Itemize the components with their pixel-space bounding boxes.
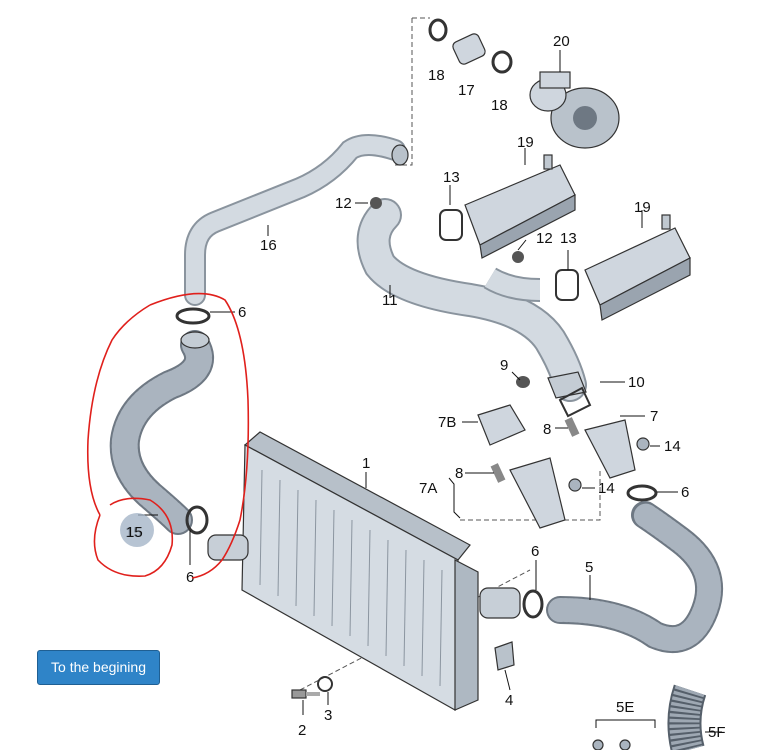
red-annotation-marks bbox=[86, 292, 250, 579]
callout-5f: 5F bbox=[708, 724, 726, 741]
sleeve-17 bbox=[452, 33, 486, 65]
leader-lines bbox=[138, 50, 722, 733]
callout-8-upper: 8 bbox=[543, 421, 551, 438]
parts-5e bbox=[592, 739, 631, 750]
callout-1: 1 bbox=[362, 455, 370, 472]
callout-17: 17 bbox=[458, 82, 475, 99]
callout-5e: 5E bbox=[616, 699, 634, 716]
callout-6-middle: 6 bbox=[531, 543, 539, 560]
callout-7: 7 bbox=[650, 408, 658, 425]
callout-6-top: 6 bbox=[238, 304, 246, 321]
bolts-14 bbox=[568, 437, 650, 492]
callout-7a: 7A bbox=[419, 480, 437, 497]
manifold-19-lower bbox=[584, 214, 691, 321]
seals-12 bbox=[370, 197, 524, 263]
washer-3 bbox=[317, 676, 333, 692]
clamps-6 bbox=[175, 307, 658, 619]
callout-11: 11 bbox=[382, 292, 398, 309]
bolt-2 bbox=[291, 689, 320, 699]
callout-3: 3 bbox=[324, 707, 332, 724]
callout-18-left: 18 bbox=[428, 67, 445, 84]
callout-19-lower: 19 bbox=[634, 199, 651, 216]
callout-13-left: 13 bbox=[443, 169, 460, 186]
callout-19-upper: 19 bbox=[517, 134, 534, 151]
clamps-18 bbox=[428, 18, 513, 74]
callout-5: 5 bbox=[585, 559, 593, 576]
pipe-16 bbox=[184, 134, 409, 306]
callout-8-lower: 8 bbox=[455, 465, 463, 482]
callout-7b: 7B bbox=[438, 414, 456, 431]
connector-7 bbox=[584, 419, 636, 479]
callout-14-lower: 14 bbox=[598, 480, 615, 497]
callout-6-left: 6 bbox=[186, 569, 194, 586]
intercooler-1 bbox=[207, 431, 521, 712]
callout-9: 9 bbox=[500, 357, 508, 374]
turbocharger-20 bbox=[529, 71, 620, 149]
callout-4: 4 bbox=[505, 692, 513, 709]
hose-15 bbox=[109, 330, 214, 535]
bracket-4 bbox=[494, 641, 515, 671]
callout-10: 10 bbox=[628, 374, 645, 391]
callout-20: 20 bbox=[553, 33, 570, 50]
highlight-label-15: 15 bbox=[126, 524, 143, 541]
hose-5 bbox=[546, 501, 724, 750]
callout-2: 2 bbox=[298, 722, 306, 739]
highlight-disc-15 bbox=[120, 513, 154, 547]
callout-12-right: 12 bbox=[536, 230, 553, 247]
bolts-8 bbox=[490, 417, 580, 483]
back-to-start-button[interactable]: To the begining bbox=[37, 650, 160, 685]
callout-6-right: 6 bbox=[681, 484, 689, 501]
callout-14-upper: 14 bbox=[664, 438, 681, 455]
flange-7b bbox=[477, 404, 526, 446]
connector-7a bbox=[509, 457, 566, 529]
manifold-19-upper bbox=[464, 154, 576, 259]
callout-12-left: 12 bbox=[335, 195, 352, 212]
callout-13-right: 13 bbox=[560, 230, 577, 247]
callout-16: 16 bbox=[260, 237, 277, 254]
callout-18-right: 18 bbox=[491, 97, 508, 114]
gaskets-13 bbox=[439, 209, 579, 301]
